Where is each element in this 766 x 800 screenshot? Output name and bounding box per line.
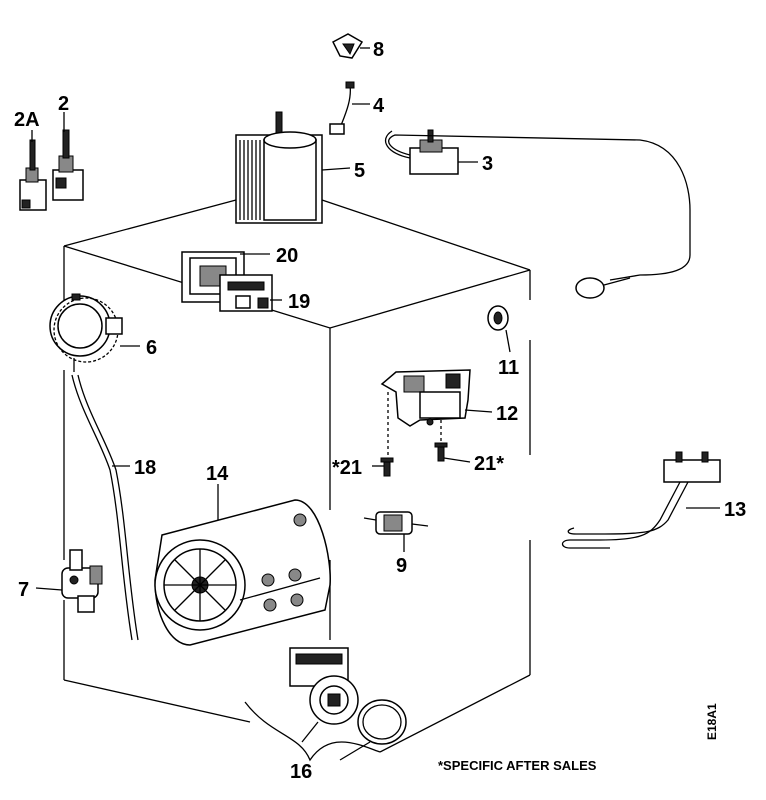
label-19: 19 xyxy=(288,291,310,313)
part-4-wire xyxy=(329,81,355,135)
leader-lines xyxy=(31,47,720,761)
part-19-door-lock xyxy=(219,274,273,312)
label-20: 20 xyxy=(276,245,298,267)
label-7: 7 xyxy=(18,579,29,601)
part-21-screws xyxy=(380,420,448,477)
label-6: 6 xyxy=(146,337,157,359)
part-5-drive-unit xyxy=(235,111,323,224)
label-16: 16 xyxy=(290,761,312,783)
part-16-pump xyxy=(289,647,407,745)
label-12: 12 xyxy=(496,403,518,425)
part-11-grommet xyxy=(487,305,509,331)
drawing-code: E18A1 xyxy=(705,703,719,740)
part-7-valve xyxy=(61,549,103,613)
label-14: 14 xyxy=(206,463,229,485)
footnote: *SPECIFIC AFTER SALES xyxy=(438,758,597,773)
part-2a-switch xyxy=(19,139,47,211)
label-3: 3 xyxy=(482,153,493,175)
label-13: 13 xyxy=(724,499,746,521)
label-9: 9 xyxy=(396,555,407,577)
part-2-switch xyxy=(52,129,84,201)
label-5: 5 xyxy=(354,160,365,182)
part-6-selector xyxy=(49,293,123,372)
label-21-left: *21 xyxy=(332,457,362,479)
part-18-hose xyxy=(71,374,139,641)
part-13-heater xyxy=(561,451,721,549)
part-9-suppressor xyxy=(363,511,429,535)
part-labels: 2A 2 8 4 5 3 20 19 6 11 12 18 *21 21* 14… xyxy=(14,39,746,783)
label-21-right: 21* xyxy=(474,453,504,475)
label-18: 18 xyxy=(134,457,156,479)
label-11: 11 xyxy=(498,357,519,379)
label-8: 8 xyxy=(373,39,384,61)
label-4: 4 xyxy=(373,95,385,117)
cabinet-outline xyxy=(63,199,531,762)
label-2: 2 xyxy=(58,93,69,115)
label-2a: 2A xyxy=(14,109,40,131)
part-14-motor xyxy=(154,499,331,646)
part-12-module xyxy=(380,369,471,460)
part-3-thermostat xyxy=(385,129,691,299)
part-8-clip xyxy=(332,33,364,59)
